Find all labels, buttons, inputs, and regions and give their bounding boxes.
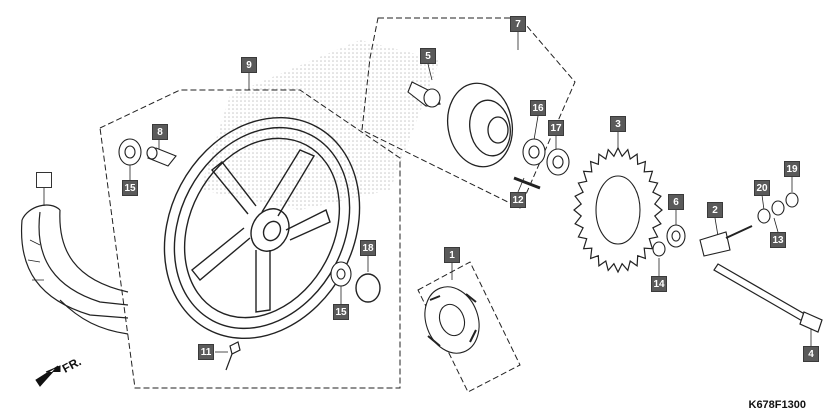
nut-19: [785, 192, 799, 208]
collar-8: [146, 146, 177, 167]
callout-15-left: 15: [122, 180, 138, 196]
callout-6: 6: [668, 194, 684, 210]
callout-11: 11: [198, 344, 214, 360]
callout-13: 13: [770, 232, 786, 248]
callout-2: 2: [707, 202, 723, 218]
adjuster-2: [699, 225, 753, 257]
washer-20: [771, 200, 785, 216]
callout-20: 20: [754, 180, 770, 196]
callout-16: 16: [530, 100, 546, 116]
sprocket-3: [573, 146, 663, 274]
callout-14: 14: [651, 276, 667, 292]
callout-8: 8: [152, 124, 168, 140]
axle-4: [713, 263, 823, 333]
callout-blank: [36, 172, 52, 188]
callout-3: 3: [610, 116, 626, 132]
background-pattern: [200, 40, 440, 210]
hub-flange: [447, 82, 513, 168]
callout-17: 17: [548, 120, 564, 136]
callout-19: 19: [784, 161, 800, 177]
stud-12: [513, 176, 541, 190]
nut-14: [652, 241, 666, 257]
collar-5: [407, 81, 441, 108]
callout-1: 1: [444, 247, 460, 263]
callout-7: 7: [510, 16, 526, 32]
callout-4: 4: [803, 346, 819, 362]
hub-group-frame: [361, 17, 576, 209]
seal-17: [546, 148, 570, 176]
valve-11: [225, 341, 241, 371]
damper-group-frame: [417, 261, 521, 393]
bearing-left: [118, 138, 142, 166]
callout-12: 12: [510, 192, 526, 208]
bearing-lower: [330, 261, 352, 287]
callout-9: 9: [241, 57, 257, 73]
callout-15-lower: 15: [333, 304, 349, 320]
callout-18: 18: [360, 240, 376, 256]
wheel-group-frame: [99, 89, 401, 389]
o-ring-18: [355, 273, 381, 303]
tire-drawing: [20, 204, 129, 335]
bearing-16: [522, 138, 546, 166]
callout-5: 5: [420, 48, 436, 64]
front-direction-arrow: [35, 365, 61, 387]
drawing-code: K678F1300: [748, 399, 807, 411]
damper-1: [424, 286, 480, 354]
washer-13: [757, 208, 771, 224]
collar-6: [666, 224, 686, 248]
